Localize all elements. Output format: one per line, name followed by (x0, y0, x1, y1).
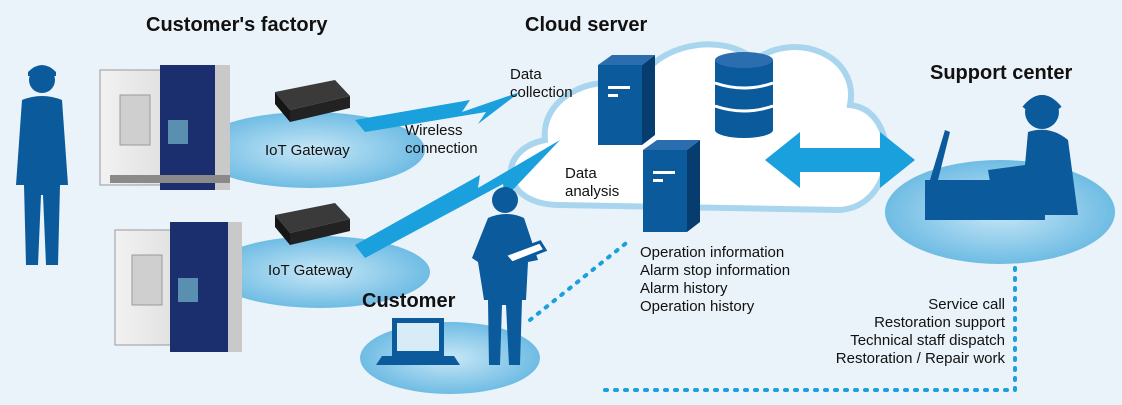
customer-link-line (528, 238, 632, 322)
collection-line-2: collection (510, 84, 573, 101)
server-icon (643, 140, 700, 232)
gateway-icon (275, 80, 350, 122)
support-list: Service call Restoration support Technic… (760, 296, 1005, 368)
collection-label: Data collection (510, 66, 573, 102)
gateway-icon (275, 203, 350, 245)
wireless-signal-icon (355, 92, 520, 132)
factory-heading: Customer's factory (146, 14, 328, 36)
support-item: Restoration support (874, 314, 1005, 331)
wireless-line-1: Wireless (405, 122, 463, 139)
analysis-label: Data analysis (565, 165, 619, 201)
person-icon (16, 65, 68, 265)
laptop-icon (376, 318, 460, 365)
wireless-line-2: connection (405, 140, 478, 157)
gateway-platform-2 (210, 236, 430, 308)
wireless-signal-icon (355, 140, 560, 258)
machine-icon (114, 222, 242, 352)
customer-heading: Customer (362, 290, 456, 312)
support-item: Restoration / Repair work (835, 350, 1005, 367)
info-item: Operation information (640, 244, 785, 261)
info-item: Alarm history (640, 280, 728, 297)
support-item: Service call (928, 296, 1005, 313)
worker-icon (472, 187, 548, 365)
gateway-label-2: IoT Gateway (268, 262, 353, 279)
support-item: Technical staff dispatch (850, 332, 1005, 349)
support-link-line (598, 266, 1017, 392)
database-icon (714, 52, 774, 138)
analysis-line-2: analysis (565, 183, 620, 200)
operator-icon (925, 95, 1078, 220)
analysis-line-1: Data (565, 165, 597, 182)
cloud-heading: Cloud server (525, 14, 648, 36)
support-heading: Support center (930, 62, 1073, 84)
machine-icon (99, 65, 230, 190)
info-item: Alarm stop information (640, 262, 791, 279)
gateway-label-1: IoT Gateway (265, 142, 350, 159)
bidirectional-arrow-icon (765, 132, 915, 188)
collection-line-1: Data (510, 66, 542, 83)
wireless-label: Wireless connection (405, 122, 478, 158)
info-list: Operation information Alarm stop informa… (640, 244, 790, 316)
server-icon (598, 55, 655, 145)
info-item: Operation history (640, 298, 755, 315)
